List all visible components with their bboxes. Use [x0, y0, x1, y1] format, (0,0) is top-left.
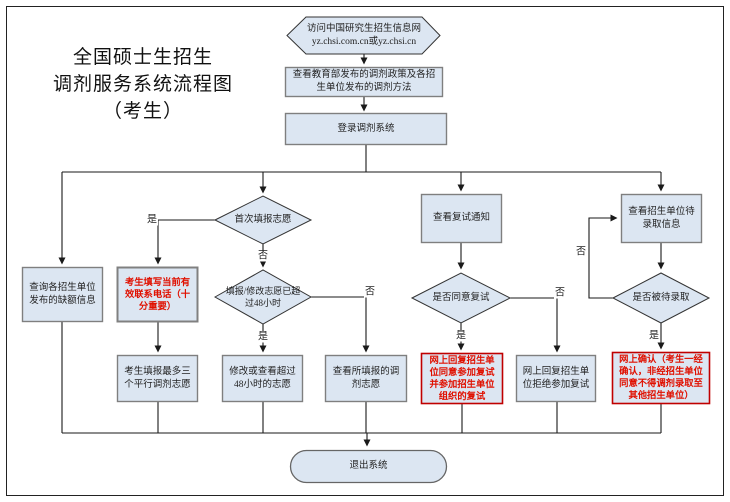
node-reply-agree: 网上回复招生单位同意参加复试并参加招生单位组织的复试: [429, 355, 495, 402]
shape-agree-retest-diamond: [410, 272, 512, 324]
node-exit: 退出系统: [349, 461, 388, 471]
node-login: 登录调剂系统: [337, 124, 395, 134]
diagram-title-line2: 调剂服务系统流程图: [52, 74, 233, 95]
shape-over48-diamond: [213, 269, 313, 325]
connector-lines: [58, 54, 665, 447]
edge-label-over48-yes: 是: [257, 331, 269, 343]
shape-reply-refuse-box: [515, 354, 597, 403]
edge-label-first-time-no: 否: [257, 250, 269, 262]
shape-query-vacancy-box: [21, 266, 104, 323]
edge-label-over48-no: 否: [364, 286, 376, 298]
shape-fill-phone-box: [116, 266, 199, 323]
diagram-title-line3: （考生）: [102, 101, 183, 122]
diagram-title-line1: 全国硕士生招生: [72, 47, 213, 68]
diagram-title: 全国硕士生招生 调剂服务系统流程图 （考生）: [30, 44, 256, 125]
node-shapes: [21, 16, 711, 484]
node-agree-retest: 是否同意复试: [432, 292, 490, 303]
node-confirm: 网上确认（考生一经确认，非经招生单位同意不得调剂录取至其他招生单位）: [619, 355, 703, 401]
shape-view-admission-box: [620, 193, 703, 244]
node-fill-three: 考生填报最多三个平行调剂志愿: [124, 366, 191, 390]
node-over48: 填报/修改志愿已超过48小时: [225, 286, 301, 308]
shape-view-notice-box: [420, 193, 503, 244]
shape-exit-stadium: [289, 449, 448, 484]
node-reply-refuse: 网上回复招生单位拒绝参加复试: [522, 366, 590, 390]
shape-modify-view-box: [221, 354, 304, 403]
node-query-vacancy: 查询各招生单位发布的缺额信息: [29, 282, 96, 306]
node-fill-phone: 考生填写当前有效联系电话（十分重要）: [124, 277, 191, 312]
shape-fill-three-box: [116, 354, 199, 403]
shape-visit-site-hexagon: [286, 16, 441, 55]
shape-view-filled-box: [324, 354, 408, 403]
edge-label-agree-yes: 是: [455, 330, 467, 342]
node-is-admitted: 是否被待录取: [632, 292, 690, 303]
shape-reply-agree-box: [420, 352, 504, 405]
edge-label-admitted-yes: 是: [648, 330, 660, 342]
node-view-policy: 查看教育部发布的调剂政策及各招生单位发布的调剂方法: [292, 70, 436, 93]
node-modify-view: 修改或查看超过48小时的志愿: [229, 366, 296, 390]
node-view-admission: 查看招生单位待录取信息: [628, 206, 695, 230]
shape-is-admitted-diamond: [611, 272, 711, 324]
node-view-filled: 查看所填报的调剂志愿: [332, 366, 400, 390]
shape-first-time-diamond: [213, 195, 313, 245]
page-border: [6, 6, 724, 496]
shape-confirm-box: [611, 351, 711, 405]
node-view-notice: 查看复试通知: [432, 213, 490, 223]
node-visit-site: 访问中国研究生招生信息网 yz.chsi.com.cn或yz.chsi.cn: [306, 23, 421, 47]
edge-label-first-time-yes: 是: [146, 214, 158, 226]
node-first-time: 首次填报志愿: [234, 214, 292, 225]
shape-login-box: [284, 112, 448, 146]
edge-label-agree-no: 否: [554, 287, 566, 299]
shape-view-policy-box: [284, 66, 444, 98]
edge-label-admitted-no: 否: [575, 246, 587, 258]
